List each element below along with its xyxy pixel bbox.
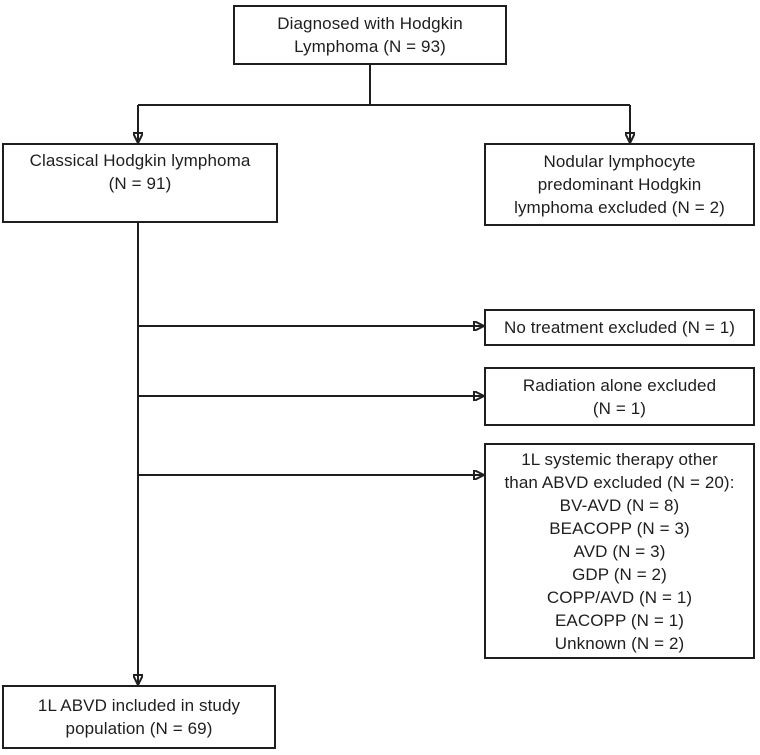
- box-radiation-alone-excluded: Radiation alone excluded(N = 1): [484, 367, 755, 426]
- box-no-treatment-excluded: No treatment excluded (N = 1): [484, 309, 755, 346]
- box-classical-hodgkin-lymphoma: Classical Hodgkin lymphoma(N = 91): [2, 143, 278, 223]
